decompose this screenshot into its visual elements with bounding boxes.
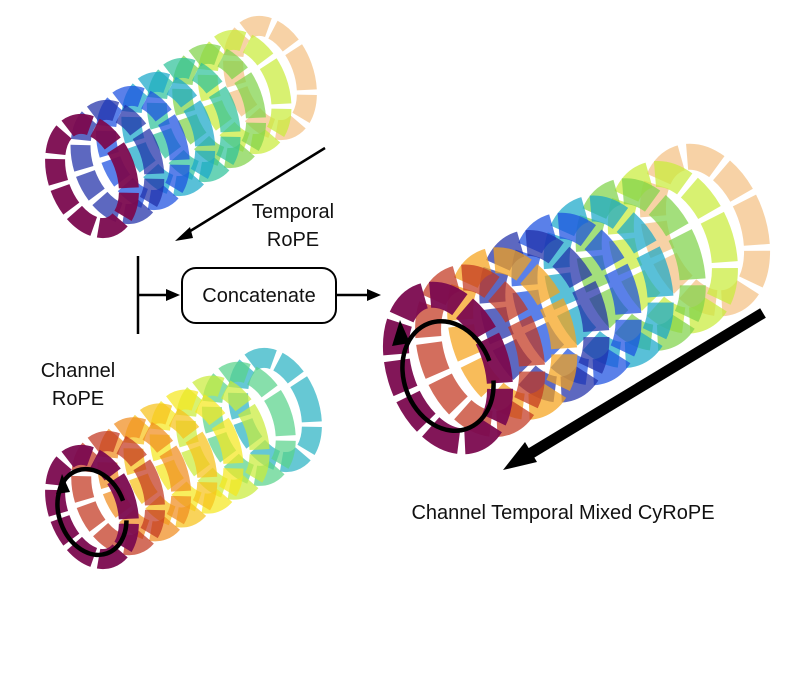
cylinder-ring [146,57,241,183]
channel-rope-label-2: RoPE [52,388,104,410]
cylinder-ring [172,43,267,169]
temporal-rope-cylinder [45,15,317,239]
cylinder-ring [45,113,139,239]
cylinder-ring [95,85,190,211]
channel-rotation-arrow [55,466,129,558]
cylinder-ring [70,99,165,225]
concatenate-box: Concatenate [181,267,337,324]
mixed-direction-arrow [503,308,766,470]
mixed-cyrope-label: Channel Temporal Mixed CyRoPE [411,502,714,524]
concat-output-arrow [336,289,381,301]
cylinder-ring [223,15,317,141]
temporal-direction-arrow [175,146,326,241]
temporal-rope-label-2: RoPE [267,229,319,251]
mixed-rotation-arrow [392,319,496,433]
temporal-rope-label: Temporal [252,201,334,223]
channel-rope-label: Channel [41,360,116,382]
mixed-cyrope-cylinder [382,143,771,455]
cylinder-ring [121,71,216,197]
merge-bracket [136,256,180,334]
concatenate-label: Concatenate [202,285,315,307]
cylinder-ring [197,29,292,155]
cylinder-ring [71,431,166,556]
